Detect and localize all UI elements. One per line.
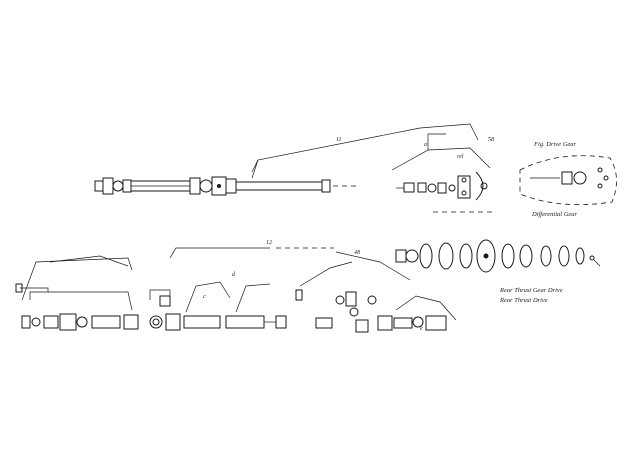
propeller-shaft [225,178,360,194]
note-bottom-line2: Rear Thrust Drive [499,297,548,304]
label-a: a [424,142,427,148]
note-top-header: Fig. Drive Gear [533,141,577,148]
middle-joint [189,176,227,196]
top-shaft-assembly: 11 [94,123,479,196]
label-top-shaft: 11 [336,137,342,143]
label-bottom-group: 48 [354,249,360,256]
bottom-shaft-assembly: 12 48 [15,240,457,333]
gear-washer-stack: Rear Thrust Gear Drive Rear Thrust Drive [395,239,601,304]
top-differential-group: a 58 rel Fig. Drive Gear [391,133,617,218]
drive-gear-subview: Fig. Drive Gear Differential Gear [519,141,617,218]
label-bottom-shaft: 12 [266,240,272,246]
note-top-footer: Differential Gear [531,211,578,218]
label-e: e [420,326,423,332]
lower-right-parts: e [295,289,457,333]
shaft-tube [131,180,190,192]
mid-brackets: c d [149,272,271,313]
bottom-leaders: 12 48 [21,240,411,301]
label-b: rel [457,154,464,160]
lower-shaft-chain [21,313,287,331]
label-top-housing: 58 [488,137,494,143]
differential-parts [396,171,494,213]
label-d: d [232,272,236,278]
left-yoke [94,177,132,195]
note-bottom-line1: Rear Thrust Gear Drive [499,287,563,294]
left-bracket [15,283,133,311]
top-shaft-leader: 11 [251,123,479,179]
label-c: c [203,294,206,300]
